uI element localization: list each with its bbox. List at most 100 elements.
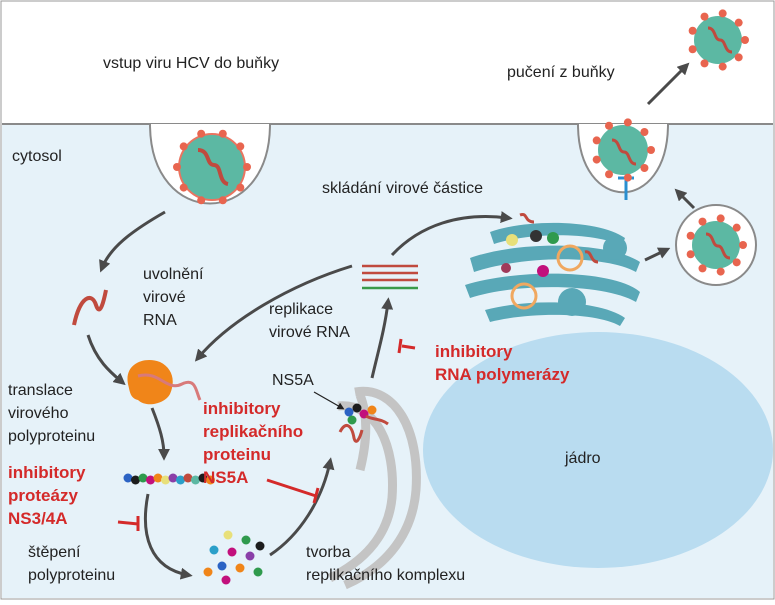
virus-spike <box>716 214 725 223</box>
replication-label-1: replikace <box>269 301 333 318</box>
nucleus-label: jádro <box>564 450 601 467</box>
viral-rna <box>72 289 108 326</box>
cleaved-protein <box>209 545 219 555</box>
virus-spike <box>718 9 727 18</box>
virus-spike <box>592 155 601 164</box>
cleaved-protein <box>203 567 213 577</box>
translation-label-1: translace <box>8 382 73 399</box>
virus-spike <box>623 173 632 182</box>
polymerase-inhibition-mark <box>401 344 416 350</box>
nucleus <box>423 332 773 568</box>
virus-spike <box>700 12 709 21</box>
polyprotein-bead <box>131 475 140 485</box>
virus-spike <box>732 223 741 232</box>
inhibition-marks <box>117 338 416 531</box>
virus-spike <box>698 217 707 226</box>
virus-spike <box>173 163 181 171</box>
translation-label-3: polyproteinu <box>8 428 95 445</box>
virus-spike <box>734 18 743 27</box>
arrow-polyprotein-to-cleavage <box>143 493 193 580</box>
polyprotein-bead <box>206 475 215 485</box>
ns5a-inhibitor-label-2: replikačního <box>203 422 303 441</box>
virus-spike <box>218 129 227 138</box>
virus-spike <box>718 62 727 71</box>
virus-spike <box>623 118 632 127</box>
arrow-assembly-to-vesicle <box>644 247 671 262</box>
arrow-entry-to-rna <box>99 210 166 273</box>
entry-label: vstup viru HCV do buňky <box>103 55 279 72</box>
ns5a-inhibition-mark <box>266 478 317 498</box>
ns5a-inhibitor-label-1: inhibitory <box>203 399 281 418</box>
budding-label: pučení z buňky <box>507 64 615 81</box>
virus-spike <box>700 59 709 68</box>
process-arrows <box>86 62 696 580</box>
cleaved-protein <box>227 547 237 557</box>
cleaved-protein <box>241 535 251 545</box>
virus-spike <box>236 142 245 151</box>
polyprotein-bead <box>153 473 163 483</box>
protease-inhibitor-label-3: NS3/4A <box>8 509 68 528</box>
cleaved-protein <box>221 575 231 585</box>
protease-inhibitor-label-1: inhibitory <box>8 463 86 482</box>
assembly-particles <box>501 212 599 310</box>
virus-spikes <box>173 9 749 276</box>
cleaved-protein <box>223 530 233 540</box>
virus-spike <box>243 163 251 171</box>
polymerase-inhibitor-label-1: inhibitory <box>435 342 513 361</box>
ns5a-inhibitor-label-4: NS5A <box>203 468 248 487</box>
virus-spike <box>605 121 613 130</box>
cleaved-protein <box>235 563 245 573</box>
polyprotein-bead <box>138 473 148 483</box>
virus-spike <box>741 36 749 44</box>
cleavage-label-2: polyproteinu <box>28 567 115 584</box>
replication-label-2: virové RNA <box>269 324 350 341</box>
virus-spike <box>732 258 741 267</box>
assembly-label: skládání virové částice <box>322 180 483 197</box>
polyprotein-bead <box>191 475 200 485</box>
complex-label-1: tvorba <box>306 544 351 561</box>
arrow-budding-to-release <box>646 62 690 106</box>
cleaved-protein <box>245 551 255 561</box>
cleaved-protein <box>255 541 265 551</box>
release-rna-label-1: uvolnění <box>143 266 204 283</box>
virus-spike <box>686 250 695 259</box>
release-rna-label-2: virové <box>143 289 186 306</box>
polyprotein-bead <box>161 475 170 485</box>
virus-spike <box>197 129 206 138</box>
release-rna-label-3: RNA <box>143 312 177 329</box>
virus-spike <box>640 128 649 137</box>
released-virus <box>694 16 742 64</box>
polymerase-inhibitor-label-2: RNA polymerázy <box>435 365 570 384</box>
ns5a-label: NS5A <box>272 372 314 389</box>
virus-spike <box>179 142 188 151</box>
replication-complex <box>338 403 389 443</box>
polyprotein-bead <box>146 475 155 485</box>
ribosome <box>127 360 202 405</box>
cleaved-protein <box>253 567 263 577</box>
arrow-vesicle-to-budding <box>674 188 696 210</box>
ns5a-inhibitor-label-3: proteinu <box>203 445 271 464</box>
protease-inhibitor-label-2: proteázy <box>8 486 78 505</box>
virus-spike <box>197 196 206 205</box>
polyprotein-bead <box>168 473 178 483</box>
virus-spike <box>640 163 649 172</box>
virus-spike <box>236 183 245 192</box>
virus-spike <box>592 136 601 145</box>
virus-spike <box>688 26 697 35</box>
cleaved-protein <box>217 561 227 571</box>
virus-spike <box>739 241 747 249</box>
arrow-rna-to-translation <box>86 334 126 386</box>
polyprotein-bead <box>123 473 133 483</box>
complex-label-2: replikačního komplexu <box>306 567 465 584</box>
polyprotein-bead <box>183 473 193 483</box>
virus-spike <box>734 53 743 62</box>
virus-spike <box>698 264 707 273</box>
replicated-rna-strands <box>362 264 418 290</box>
polyprotein-bead <box>176 475 185 485</box>
virus-spike <box>605 170 613 179</box>
virus-spike <box>218 196 227 205</box>
virus-spike <box>716 267 725 276</box>
polyprotein-chain <box>123 473 215 485</box>
